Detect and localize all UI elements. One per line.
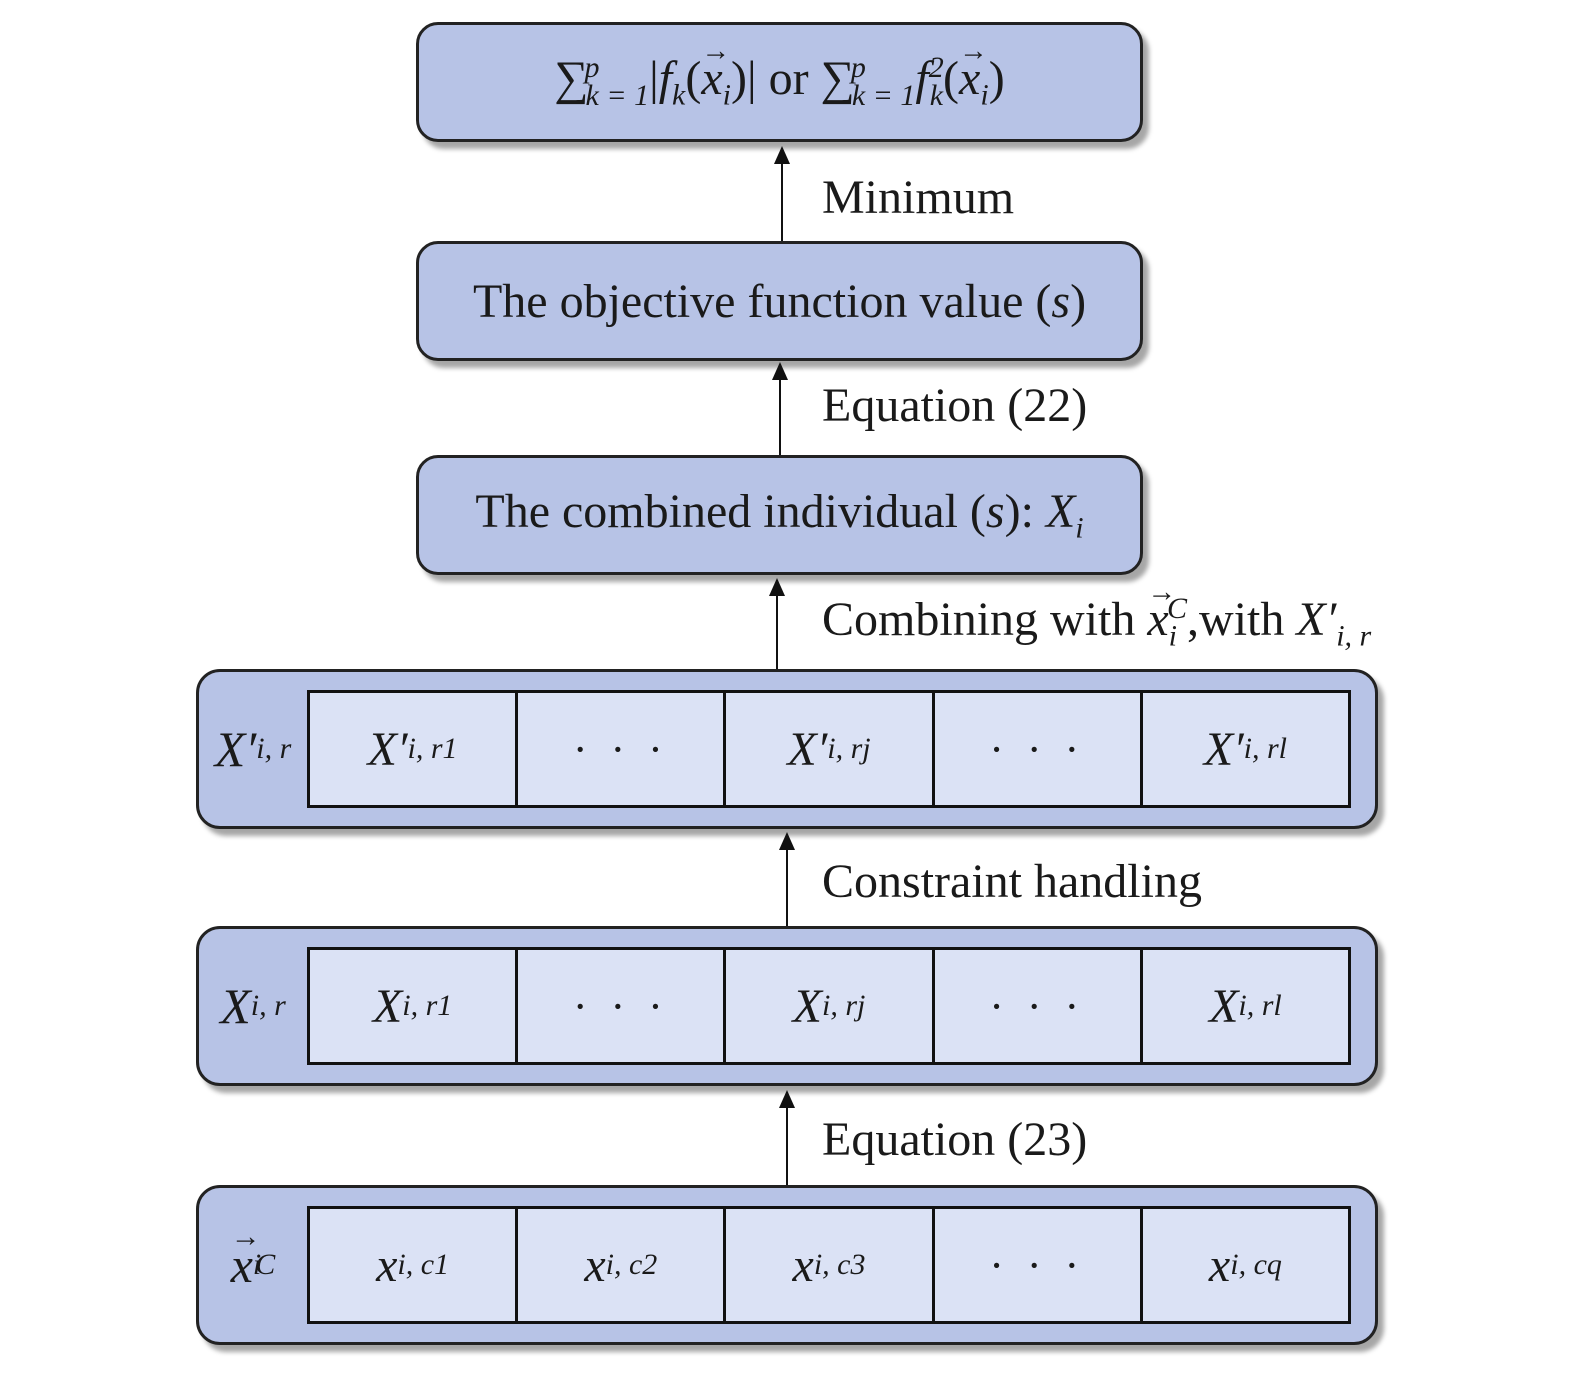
cell-ellipsis: · · · — [935, 1209, 1143, 1321]
row-cells-x-prime: X′i, r1 · · · X′i, rj · · · X′i, rl — [307, 690, 1351, 808]
cell-x-prime-rl: X′i, rl — [1203, 722, 1287, 776]
objective-formula: ∑pk = 1|fk(xi)| or ∑pk = 1f2k(xi) — [554, 35, 1004, 113]
cell-x-prime-r1: X′i, r1 — [310, 693, 519, 805]
arrow-equation-23 — [779, 1090, 795, 1186]
combined-individual-box: The combined individual (s): Xi — [416, 455, 1143, 575]
objective-value-box: The objective function value (s) — [416, 241, 1143, 361]
objective-formula-box: ∑pk = 1|fk(xi)| or ∑pk = 1f2k(xi) — [416, 22, 1143, 142]
arrow-constraint-handling — [779, 832, 795, 928]
cell-ellipsis: · · · — [518, 693, 727, 805]
row-label-x-prime: X′i, r — [214, 721, 292, 777]
cell-ellipsis: · · · — [935, 950, 1143, 1062]
label-minimum: Minimum — [822, 171, 1015, 224]
row-x-prime: X′i, r X′i, r1 · · · X′i, rj · · · X′i, … — [196, 669, 1378, 829]
cell-ellipsis: · · · — [518, 950, 727, 1062]
cell-x-prime-rj: X′i, rj — [726, 693, 935, 805]
row-x-vector-c: xiC xi, c1 xi, c2 xi, c3 · · · xi, cq — [196, 1185, 1378, 1345]
arrow-minimum — [774, 146, 790, 242]
label-combining: Combining with xiC,with X′i, r — [822, 576, 1371, 654]
combined-individual-text: The combined individual (s): Xi — [475, 485, 1084, 545]
arrow-combining — [769, 578, 785, 672]
label-constraint-handling: Constraint handling — [822, 855, 1202, 908]
label-equation-22: Equation (22) — [822, 379, 1088, 432]
row-label-x-vector-c: xiC — [199, 1188, 307, 1342]
cell-ellipsis: · · · — [935, 693, 1143, 805]
label-equation-23: Equation (23) — [822, 1113, 1088, 1166]
objective-value-text: The objective function value (s) — [472, 274, 1087, 328]
arrow-equation-22 — [772, 362, 788, 456]
